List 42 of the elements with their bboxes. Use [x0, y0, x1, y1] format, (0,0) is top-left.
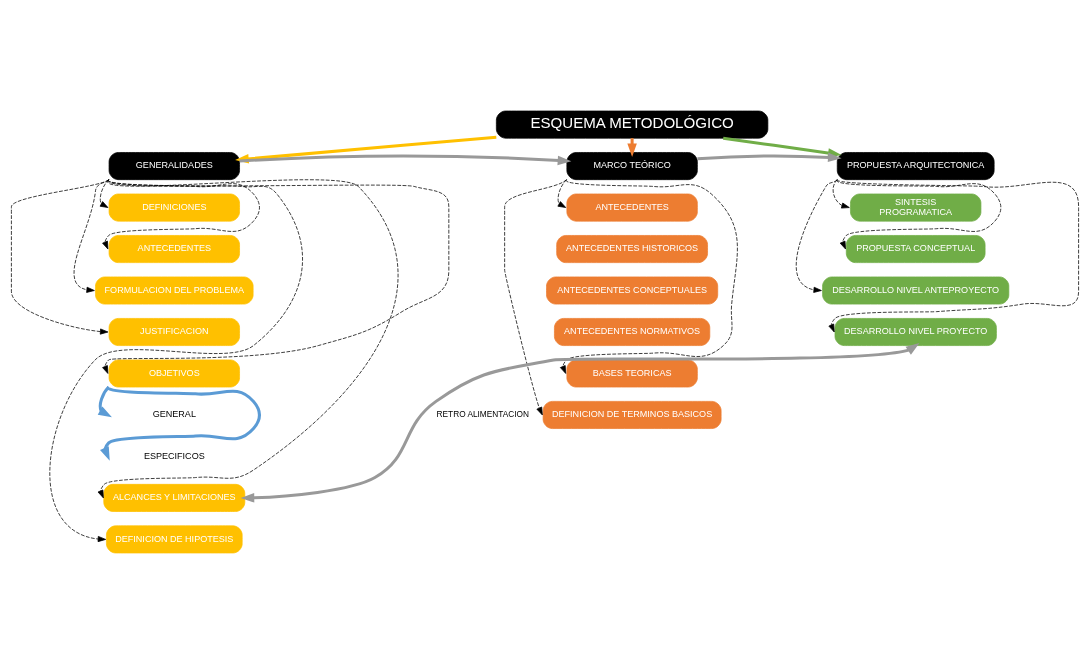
node-box: FORMULACION DEL PROBLEMA [95, 276, 254, 305]
node-box: DESARROLLO NIVEL PROYECTO [834, 318, 997, 346]
arrow [828, 179, 1079, 333]
node-box: ANTECEDENTES [566, 193, 698, 222]
node-box: DEFINICION DE HIPOTESIS [106, 525, 243, 554]
arrow [239, 154, 572, 166]
arrow [836, 179, 1002, 250]
node-box: SINTESIS PROGRAMATICA [850, 193, 982, 222]
node-box: ANTECEDENTES HISTORICOS [556, 235, 708, 263]
node-box: PROPUESTA CONCEPTUAL [845, 235, 986, 263]
arrow [557, 179, 567, 208]
arrow [99, 179, 110, 208]
node-box: OBJETIVOS [108, 359, 240, 388]
node-box: ANTECEDENTES NORMATIVOS [554, 318, 711, 346]
node-box: JUSTIFICACION [108, 318, 240, 346]
node-box: GENERALIDADES [108, 152, 240, 181]
arrow [560, 179, 738, 374]
node-box: DEFINICION DE TERMINOS BASICOS [542, 401, 722, 429]
arrow [11, 179, 110, 335]
arrow [73, 179, 110, 293]
node-box: ANTECEDENTES [108, 235, 240, 263]
arrow [97, 386, 112, 418]
node-box: DEFINICIONES [108, 193, 240, 222]
edge-label: RETRO ALIMENTACION [436, 409, 529, 420]
arrow [49, 179, 303, 543]
node-box: BASES TEORICAS [566, 359, 698, 388]
node-box: DESARROLLO NIVEL ANTEPROYECTO [822, 276, 1010, 305]
node-text: GENERAL [152, 409, 196, 420]
node-box: ALCANCES Y LIMITACIONES [103, 483, 246, 512]
arrow [102, 179, 450, 374]
arrow [97, 179, 398, 499]
node-box: ESQUEMA METODOLÓGICO [495, 110, 769, 139]
arrow [795, 179, 838, 293]
node-text: ESPECIFICOS [143, 450, 205, 461]
node-box: PROPUESTA ARQUITECTONICA [836, 152, 995, 181]
arrow [832, 179, 850, 209]
node-box: MARCO TEÓRICO [566, 152, 698, 181]
arrow [697, 152, 842, 163]
arrow [100, 386, 261, 461]
arrow [240, 343, 920, 503]
node-box: ANTECEDENTES CONCEPTUALES [546, 276, 719, 305]
arrow [504, 179, 567, 416]
